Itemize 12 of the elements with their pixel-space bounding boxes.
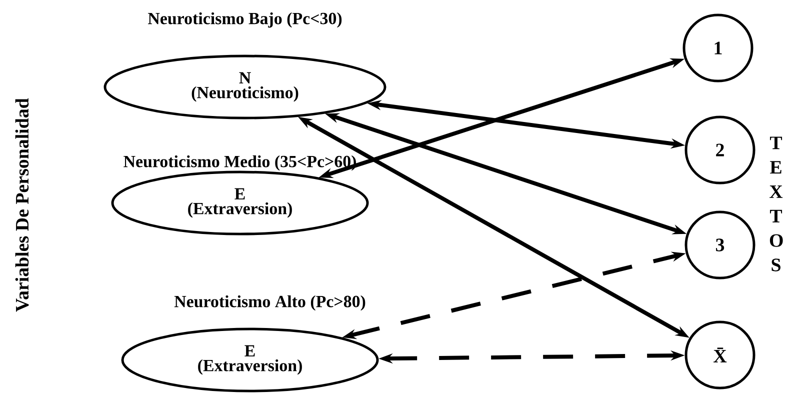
node-heading: Neuroticismo Medio (35<Pc>60) bbox=[124, 155, 356, 171]
ellipse-node: 2 bbox=[684, 116, 756, 184]
ellipse-node: X̄ bbox=[684, 320, 756, 390]
node-heading: Neuroticismo Alto (Pc>80) bbox=[174, 295, 366, 311]
ellipse-node: 3 bbox=[684, 210, 756, 280]
node-heading: Neuroticismo Bajo (Pc<30) bbox=[148, 12, 342, 28]
axis-label: T E X T O S bbox=[770, 136, 783, 272]
ellipse-node: 1 bbox=[682, 14, 754, 82]
ellipse-node: N (Neuroticismo) bbox=[104, 54, 386, 120]
ellipse-node: E (Extraversion) bbox=[111, 170, 369, 236]
axis-label: Variables De Personalidad bbox=[15, 98, 29, 312]
ellipse-node: E (Extraversion) bbox=[121, 328, 379, 392]
